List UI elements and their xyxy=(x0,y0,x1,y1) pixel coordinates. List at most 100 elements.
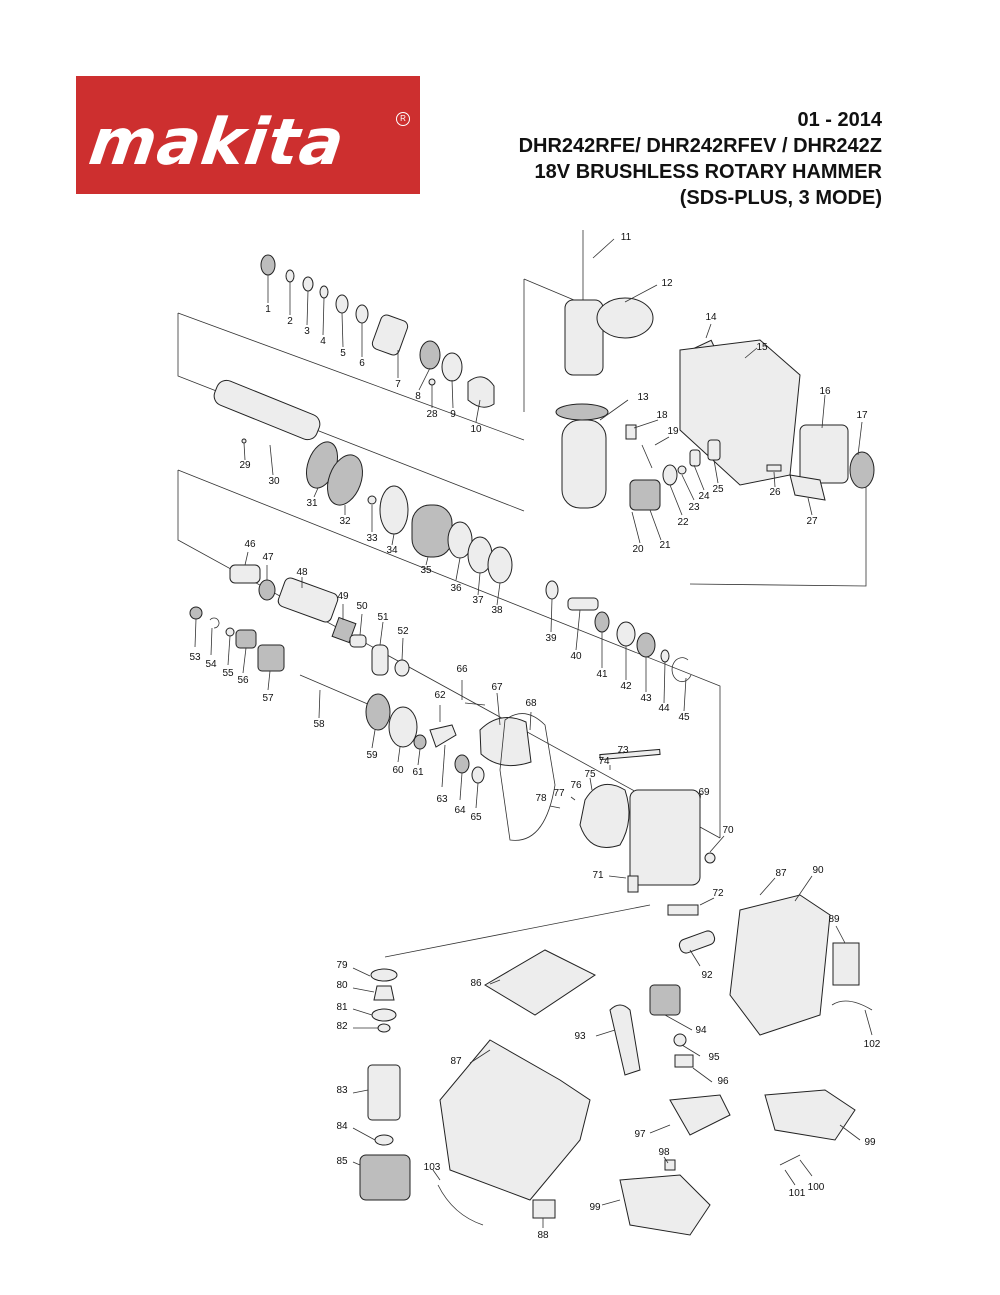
part-label-46: 46 xyxy=(244,539,256,550)
part-label-23: 23 xyxy=(688,502,700,513)
part-label-76: 76 xyxy=(570,780,582,791)
part-label-45: 45 xyxy=(678,712,690,723)
part-label-99b: 99 xyxy=(589,1202,601,1213)
model-numbers: DHR242RFE/ DHR242RFEV / DHR242Z xyxy=(518,135,882,157)
part-label-35: 35 xyxy=(420,565,432,576)
part-label-50: 50 xyxy=(356,601,368,612)
part-label-52: 52 xyxy=(397,626,409,637)
part-label-26: 26 xyxy=(769,487,781,498)
part-label-59: 59 xyxy=(366,750,378,761)
part-label-65: 65 xyxy=(470,812,482,823)
part-label-66: 66 xyxy=(456,664,468,675)
leader-lines xyxy=(194,238,873,1228)
part-label-73: 73 xyxy=(617,745,629,756)
part-label-1: 1 xyxy=(265,304,271,315)
part-label-78: 78 xyxy=(535,793,547,804)
part-label-64: 64 xyxy=(454,805,466,816)
part-label-53: 53 xyxy=(189,652,201,663)
part-label-36: 36 xyxy=(450,583,462,594)
part-label-17: 17 xyxy=(856,410,868,421)
part-label-70: 70 xyxy=(722,825,734,836)
part-label-103: 103 xyxy=(424,1162,441,1173)
part-label-33: 33 xyxy=(366,533,378,544)
part-label-62: 62 xyxy=(434,690,446,701)
part-label-14: 14 xyxy=(705,312,717,323)
part-label-40: 40 xyxy=(570,651,582,662)
part-label-22: 22 xyxy=(677,517,689,528)
part-label-3: 3 xyxy=(304,326,310,337)
part-label-16: 16 xyxy=(819,386,831,397)
registered-mark-icon: R xyxy=(396,112,410,126)
part-label-87b: 87 xyxy=(450,1056,462,1067)
part-label-60: 60 xyxy=(392,765,404,776)
part-label-63: 63 xyxy=(436,794,448,805)
part-label-31: 31 xyxy=(306,498,318,509)
part-label-8: 8 xyxy=(415,391,421,402)
part-label-2: 2 xyxy=(287,316,293,327)
part-label-99a: 99 xyxy=(864,1137,876,1148)
part-label-71: 71 xyxy=(592,870,604,881)
part-label-96: 96 xyxy=(717,1076,729,1087)
part-label-81: 81 xyxy=(336,1002,348,1013)
part-label-90: 90 xyxy=(812,865,824,876)
part-label-39: 39 xyxy=(545,633,557,644)
part-label-72: 72 xyxy=(712,888,724,899)
part-label-38: 38 xyxy=(491,605,503,616)
part-label-100: 100 xyxy=(808,1182,825,1193)
part-label-82: 82 xyxy=(336,1021,348,1032)
part-label-57: 57 xyxy=(262,693,274,704)
part-label-97: 97 xyxy=(634,1129,646,1140)
part-label-24: 24 xyxy=(698,491,710,502)
part-label-89: 89 xyxy=(828,914,840,925)
part-label-44: 44 xyxy=(658,703,670,714)
part-label-34: 34 xyxy=(386,545,398,556)
doc-date: 01 - 2014 xyxy=(797,109,882,131)
part-label-94: 94 xyxy=(695,1025,707,1036)
part-label-83: 83 xyxy=(336,1085,348,1096)
part-label-25: 25 xyxy=(712,484,724,495)
group-brackets xyxy=(177,278,867,958)
part-label-92: 92 xyxy=(701,970,713,981)
part-label-67: 67 xyxy=(491,682,503,693)
part-label-93: 93 xyxy=(574,1031,586,1042)
part-label-13: 13 xyxy=(637,392,649,403)
part-label-48: 48 xyxy=(296,567,308,578)
part-label-98: 98 xyxy=(658,1147,670,1158)
part-label-20: 20 xyxy=(632,544,644,555)
part-label-7: 7 xyxy=(395,379,401,390)
makita-logo: makita R xyxy=(76,76,420,194)
part-label-80: 80 xyxy=(336,980,348,991)
part-label-4: 4 xyxy=(320,336,326,347)
part-label-74: 74 xyxy=(598,756,610,767)
part-label-77: 77 xyxy=(553,788,565,799)
part-label-29: 29 xyxy=(239,460,251,471)
part-label-18: 18 xyxy=(656,410,668,421)
part-label-84: 84 xyxy=(336,1121,348,1132)
part-label-49: 49 xyxy=(337,591,349,602)
part-label-86: 86 xyxy=(470,978,482,989)
part-label-43: 43 xyxy=(640,693,652,704)
part-label-42: 42 xyxy=(620,681,632,692)
part-label-30: 30 xyxy=(268,476,280,487)
part-label-58: 58 xyxy=(313,719,325,730)
part-label-51: 51 xyxy=(377,612,389,623)
part-label-88: 88 xyxy=(537,1230,549,1241)
part-label-28: 28 xyxy=(426,409,438,420)
part-label-85: 85 xyxy=(336,1156,348,1167)
part-shapes xyxy=(189,230,875,1236)
product-subtitle: (SDS-PLUS, 3 MODE) xyxy=(679,187,882,209)
part-label-21: 21 xyxy=(659,540,671,551)
part-label-32: 32 xyxy=(339,516,351,527)
part-label-61: 61 xyxy=(412,767,424,778)
part-label-101: 101 xyxy=(789,1188,806,1199)
part-label-11: 11 xyxy=(621,232,632,243)
part-label-69: 69 xyxy=(698,787,710,798)
part-label-5: 5 xyxy=(340,348,346,359)
part-label-15: 15 xyxy=(756,342,768,353)
part-label-102: 102 xyxy=(864,1039,881,1050)
part-label-55: 55 xyxy=(222,668,234,679)
part-label-47: 47 xyxy=(262,552,274,563)
part-label-56: 56 xyxy=(237,675,249,686)
